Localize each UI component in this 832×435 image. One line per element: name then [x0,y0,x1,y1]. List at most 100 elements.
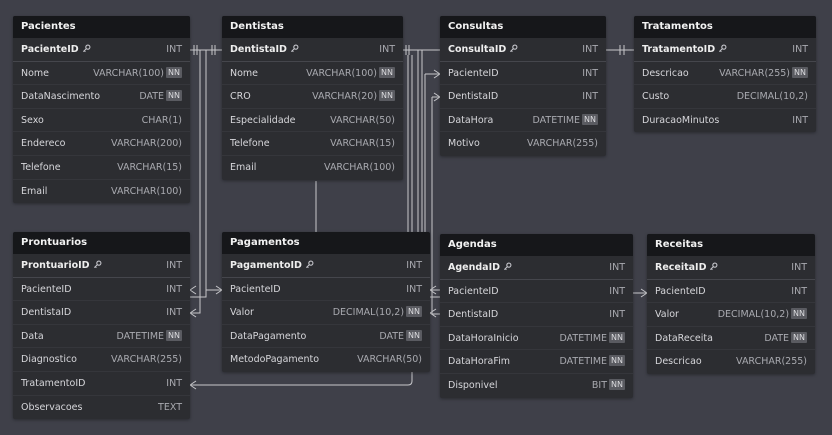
column-row[interactable]: PacienteID INT [440,280,633,304]
column-name: Especialidade [230,109,296,133]
column-name-text: DataNascimento [21,91,101,103]
table-title[interactable]: Prontuarios [13,232,190,254]
column-type-text: INT [582,44,598,55]
edge-tick-dentistas [211,45,216,55]
column-name-text: PacienteID [448,67,499,79]
column-type: INT [406,254,422,278]
column-name-text: PacienteID [448,285,499,297]
column-type-text: INT [791,285,807,297]
column-name-text: Sexo [21,114,44,126]
column-type-text: INT [609,262,625,273]
primary-key-row[interactable]: ConsultaID INT [440,38,606,62]
column-name: ConsultaID [448,38,518,63]
column-name-text: Telefone [230,138,270,150]
column-type-text: VARCHAR(200) [111,138,182,150]
column-type: VARCHAR(200) [111,132,182,156]
table-title[interactable]: Pacientes [13,16,190,38]
column-type: INT [166,278,182,302]
column-type: VARCHAR(100) [111,180,182,204]
column-type-text: DATE [379,330,405,342]
column-type: INT [166,372,182,396]
column-row[interactable]: Email VARCHAR(100) [13,180,190,204]
column-name: Telefone [230,132,270,156]
column-name: Email [230,156,256,180]
table-title[interactable]: Receitas [647,234,815,256]
table-title[interactable]: Pagamentos [222,232,430,254]
column-type-text: VARCHAR(20) [312,91,378,103]
column-name: Email [21,180,47,204]
not-null-badge: NN [792,66,808,78]
column-name: Nome [230,62,258,86]
column-type-text: DATETIME [116,330,165,342]
key-icon [503,257,512,281]
table-title[interactable]: Dentistas [222,16,403,38]
column-type-text: VARCHAR(100) [93,67,165,79]
table-title[interactable]: Consultas [440,16,606,38]
column-type-text: VARCHAR(255) [111,354,182,366]
key-icon [93,255,102,279]
column-name-text: Descricao [642,67,689,79]
column-type-text: INT [791,262,807,273]
column-name-text: CRO [230,91,251,103]
column-name-text: DataReceita [655,332,713,344]
table-title[interactable]: Tratamentos [634,16,816,38]
column-type-text: VARCHAR(255) [527,138,598,150]
column-name: TratamentoID [642,38,727,63]
column-name-text: Custo [642,91,670,103]
column-name-text: Nome [230,67,259,79]
column-type: INT [609,280,625,304]
table-title[interactable]: Agendas [440,234,633,256]
